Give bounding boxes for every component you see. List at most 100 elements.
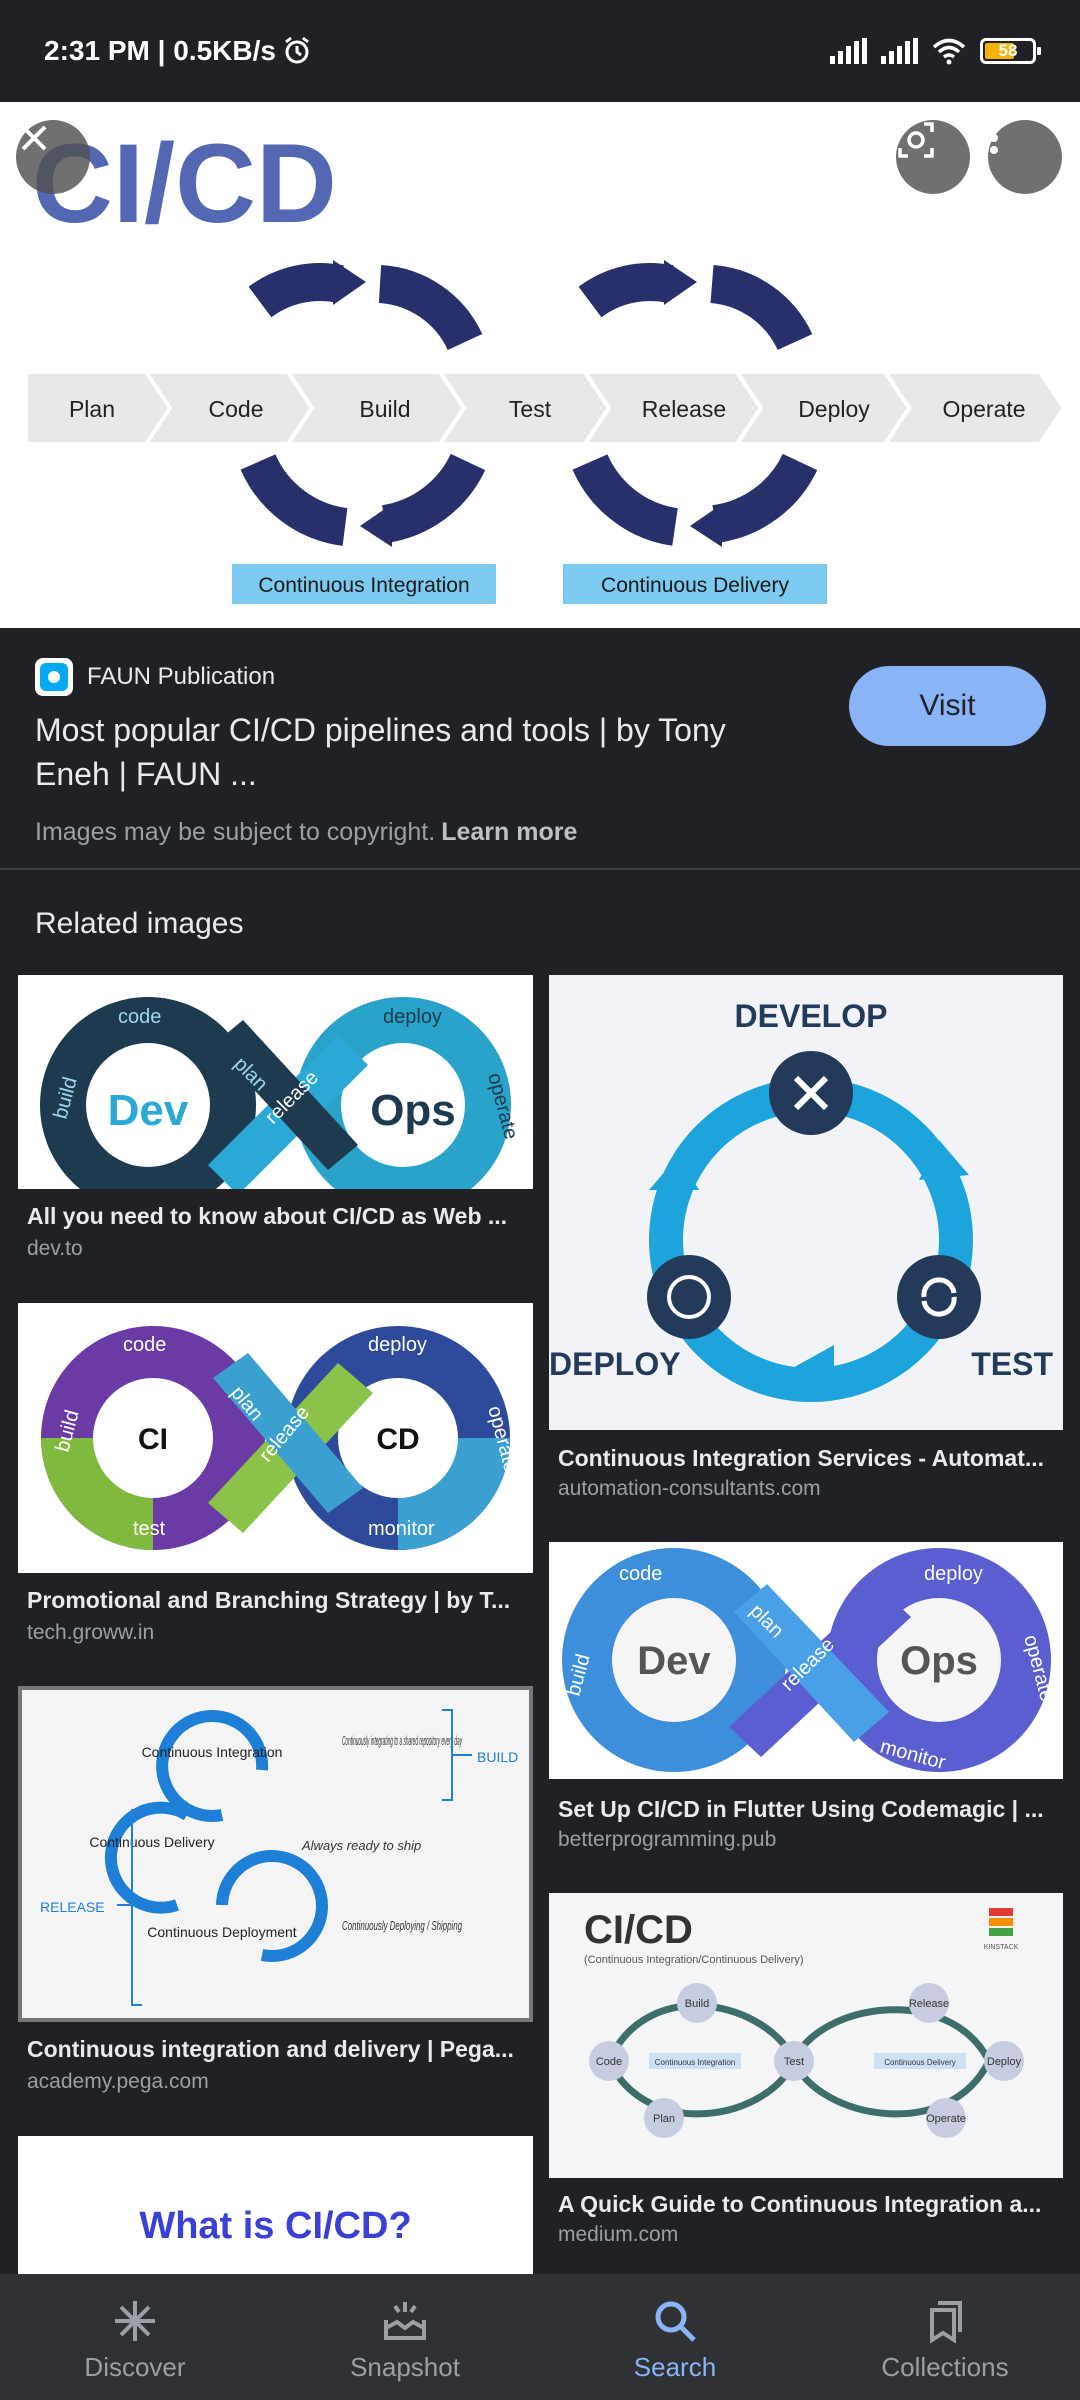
thumb-label-code: code (619, 1563, 662, 1585)
related-title: Continuous Integration Services - Automa… (558, 1445, 1045, 1471)
label-continuous-delivery: Continuous Delivery (601, 574, 789, 597)
related-thumb: code build plan release deploy operate D… (18, 975, 533, 1189)
pega-note-2: Always ready to ship (301, 1838, 421, 1853)
thumb-develop: DEVELOP (735, 998, 888, 1034)
nav-snapshot[interactable]: Snapshot (270, 2274, 540, 2400)
copyright-notice: Images may be subject to copyright.Learn… (35, 818, 577, 847)
pega-ci: Continuous Integration (142, 1744, 283, 1760)
related-title: Continuous integration and delivery | Pe… (27, 2036, 514, 2062)
more-options-button[interactable] (988, 120, 1062, 194)
signal-icon (830, 38, 867, 64)
source-row[interactable]: FAUN Publication (35, 658, 275, 696)
thumb-dev: Dev (637, 1639, 711, 1683)
stage-label-test: Test (509, 396, 552, 422)
medium-node-test: Test (784, 2056, 804, 2068)
medium-node-build: Build (685, 1998, 709, 2010)
visit-button[interactable]: Visit (849, 666, 1046, 746)
close-icon (21, 125, 47, 151)
thumb-ci: CI (138, 1423, 168, 1456)
lens-icon (898, 122, 934, 158)
related-card-medium[interactable]: CI/CD (Continuous Integration/Continuous… (549, 1893, 1063, 2253)
related-domain: academy.pega.com (27, 2070, 209, 2093)
related-thumb: DEVELOP DEPLOY TEST (549, 975, 1063, 1430)
medium-node-deploy: Deploy (987, 2056, 1022, 2068)
battery-level: 58 (998, 41, 1018, 60)
image-info: FAUN Publication Most popular CI/CD pipe… (0, 628, 1080, 870)
pega-note-3: Continuously Deploying / Shipping (342, 1918, 462, 1933)
ci-cd-diagram: CI/CD (24, 121, 1067, 604)
stage-label-plan: Plan (69, 396, 115, 422)
stage-label-build: Build (359, 396, 410, 422)
stage-label-code: Code (209, 396, 264, 422)
nav-discover[interactable]: Discover (0, 2274, 270, 2400)
related-thumb: Continuous Integration Continuous Delive… (18, 1686, 533, 2022)
pega-note-1: Continuously integrating to a shared rep… (342, 1733, 463, 1748)
related-domain: automation-consultants.com (558, 1477, 821, 1500)
related-title: Set Up CI/CD in Flutter Using Codemagic … (558, 1796, 1044, 1822)
stage-label-release: Release (642, 396, 726, 422)
related-domain: tech.groww.in (27, 1621, 155, 1644)
related-thumb: Dev Ops code build plan release deploy o… (549, 1542, 1063, 1779)
thumb-dev: Dev (108, 1086, 189, 1135)
related-thumb: code build test plan release deploy oper… (18, 1303, 533, 1573)
related-domain: medium.com (558, 2223, 679, 2246)
nav-collections[interactable]: Collections (810, 2274, 1080, 2400)
bottom-navigation: Discover Snapshot Search Collections (0, 2274, 1080, 2400)
nav-search[interactable]: Search (540, 2274, 810, 2400)
source-name: FAUN Publication (87, 663, 276, 690)
thumb-label-deploy: deploy (368, 1334, 427, 1356)
thumb-label-code: code (123, 1334, 166, 1356)
medium-node-release: Release (909, 1998, 949, 2010)
nav-collections-label: Collections (881, 2352, 1009, 2382)
lens-button[interactable] (896, 120, 970, 194)
related-thumb: What is CI/CD? (18, 2136, 533, 2274)
related-card-groww[interactable]: code build test plan release deploy oper… (18, 1303, 533, 1648)
related-card-betterprogramming[interactable]: Dev Ops code build plan release deploy o… (549, 1542, 1063, 1857)
related-domain: betterprogramming.pub (558, 1828, 777, 1851)
hero-image[interactable]: CI/CD (0, 102, 1080, 628)
stage-label-operate: Operate (942, 396, 1025, 422)
related-card-pega[interactable]: Continuous Integration Continuous Delive… (18, 1686, 533, 2096)
thumb-ops: Ops (900, 1639, 978, 1683)
alarm-icon (285, 36, 309, 64)
thumb-ops: Ops (370, 1086, 456, 1135)
thumb-label-code: code (118, 1006, 161, 1028)
pega-cdp: Continuous Deployment (147, 1924, 297, 1940)
medium-node-plan: Plan (653, 2113, 675, 2125)
medium-node-code: Code (596, 2056, 622, 2068)
snapshot-icon (380, 2296, 430, 2346)
copyright-text: Images may be subject to copyright. (35, 818, 436, 846)
pega-build: BUILD (477, 1749, 518, 1765)
close-button[interactable] (16, 120, 90, 194)
source-favicon (35, 658, 73, 696)
result-title[interactable]: Most popular CI/CD pipelines and tools |… (35, 712, 726, 792)
search-icon (650, 2296, 700, 2346)
medium-sub: (Continuous Integration/Continuous Deliv… (584, 1954, 804, 1966)
medium-cd: Continuous Delivery (884, 2058, 956, 2067)
collections-icon (920, 2296, 970, 2346)
related-title: A Quick Guide to Continuous Integration … (558, 2191, 1042, 2217)
pega-release: RELEASE (40, 1899, 105, 1915)
discover-icon (110, 2296, 160, 2346)
medium-brand: KINSTACK (984, 1944, 1019, 1951)
nav-search-label: Search (633, 2352, 717, 2382)
nav-discover-label: Discover (84, 2352, 186, 2382)
related-card-whatis[interactable]: What is CI/CD? (18, 2136, 533, 2274)
battery-icon: 58 (980, 38, 1041, 64)
thumb-label-test: test (133, 1518, 166, 1540)
related-thumb: CI/CD (Continuous Integration/Continuous… (549, 1893, 1063, 2178)
learn-more-link[interactable]: Learn more (441, 818, 578, 846)
medium-ci: Continuous Integration (655, 2058, 736, 2067)
related-card-automation[interactable]: DEVELOP DEPLOY TEST Continuous Integrati… (549, 975, 1063, 1505)
medium-node-operate: Operate (926, 2113, 966, 2125)
related-card-devto[interactable]: code build plan release deploy operate D… (18, 975, 533, 1265)
thumb-label-deploy: deploy (924, 1563, 983, 1585)
nav-snapshot-label: Snapshot (350, 2352, 460, 2382)
stage-label-deploy: Deploy (798, 396, 870, 422)
thumb-test: TEST (971, 1346, 1053, 1382)
thumb-label-monitor: monitor (368, 1518, 435, 1540)
pega-cdl: Continuous Delivery (89, 1834, 214, 1850)
whatis-text: What is CI/CD? (139, 2205, 412, 2247)
status-bar: 2:31 PM | 0.5KB/s 58 (0, 0, 1080, 102)
